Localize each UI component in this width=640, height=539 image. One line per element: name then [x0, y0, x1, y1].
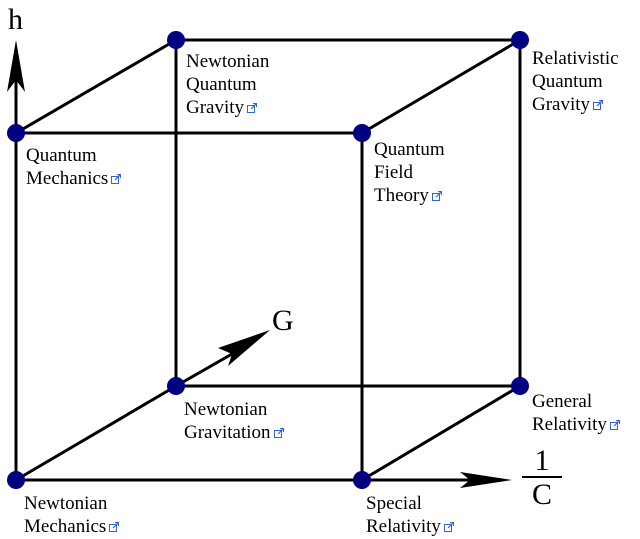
node-label-line: Relativistic	[532, 47, 619, 70]
inverse-c-denominator: C	[531, 478, 552, 511]
node-label-text: Mechanics	[26, 168, 109, 189]
external-link-icon[interactable]	[247, 103, 258, 113]
node-label-line: Gravitation	[184, 421, 284, 444]
node-label-text: General	[532, 391, 593, 412]
node-label-line: Relativity	[532, 413, 620, 436]
g-axis-label: G	[272, 304, 294, 337]
node-label-text: Quantum	[532, 71, 603, 92]
external-link-icon[interactable]	[609, 420, 620, 430]
external-link-icon[interactable]	[443, 522, 454, 532]
node-label-text: Special	[366, 493, 422, 514]
node-special-relativity[interactable]	[353, 471, 371, 489]
node-label-line: Quantum	[532, 70, 619, 93]
node-label-text: Theory	[374, 185, 429, 206]
node-label-text: Gravity	[186, 97, 245, 118]
node-newtonian-quantum-gravity[interactable]	[167, 31, 185, 49]
h-axis-arrowhead	[7, 40, 25, 92]
node-general-relativity[interactable]	[511, 377, 529, 395]
node-label-line: Theory	[374, 184, 445, 207]
node-label-text: Relativity	[366, 516, 441, 537]
external-link-icon[interactable]	[593, 100, 604, 110]
node-label-text: Relativistic	[532, 48, 619, 69]
node-label-line: Quantum	[374, 138, 445, 161]
node-label-text: Field	[374, 162, 414, 183]
node-label-line: Gravity	[186, 96, 269, 119]
node-relativistic-quantum-gravity[interactable]	[511, 31, 529, 49]
h-axis-label: h	[8, 3, 23, 36]
external-link-icon[interactable]	[109, 522, 120, 532]
node-label-text: Relativity	[532, 414, 607, 435]
node-label-text: Gravity	[532, 94, 591, 115]
node-label-text: Newtonian	[24, 493, 108, 514]
node-label-line: Special	[366, 492, 454, 515]
node-label-text: Gravitation	[184, 422, 271, 443]
external-link-icon[interactable]	[431, 191, 442, 201]
edge-sr-gr	[359, 383, 523, 483]
node-label-text: Newtonian	[184, 399, 268, 420]
node-label-line: Gravity	[532, 93, 619, 116]
node-label-line: Mechanics	[24, 515, 120, 538]
node-label-line: General	[532, 390, 620, 413]
node-label-text: Quantum	[186, 74, 257, 95]
node-label-text: Quantum	[374, 139, 445, 160]
external-link-icon[interactable]	[111, 174, 122, 184]
inverse-c-numerator: 1	[522, 446, 562, 478]
node-label-line: Mechanics	[26, 167, 122, 190]
edge-qm-nqg	[13, 37, 179, 136]
inverse-c-axis-label: 1 C	[522, 446, 562, 512]
node-label-text: Newtonian	[186, 51, 270, 72]
node-label-line: Field	[374, 161, 445, 184]
node-quantum-field-theory[interactable]	[353, 124, 371, 142]
external-link-icon[interactable]	[273, 428, 284, 438]
node-newtonian-mechanics[interactable]	[7, 471, 25, 489]
edge-qft-rqg	[359, 37, 523, 136]
g-axis-arrowhead	[218, 330, 270, 366]
node-label-line: Quantum	[26, 144, 121, 167]
node-newtonian-gravitation[interactable]	[167, 377, 185, 395]
node-label-line: Newtonian	[186, 50, 269, 73]
node-label-text: Mechanics	[24, 516, 107, 537]
c-axis-arrowhead	[460, 472, 512, 488]
node-label-text: Quantum	[26, 145, 97, 166]
node-label-line: Newtonian	[184, 398, 284, 421]
node-label-line: Quantum	[186, 73, 269, 96]
node-label-line: Newtonian	[24, 492, 119, 515]
node-quantum-mechanics[interactable]	[7, 124, 25, 142]
node-label-line: Relativity	[366, 515, 454, 538]
g-axis-line	[173, 351, 235, 389]
edge-nm-ng	[13, 383, 179, 483]
